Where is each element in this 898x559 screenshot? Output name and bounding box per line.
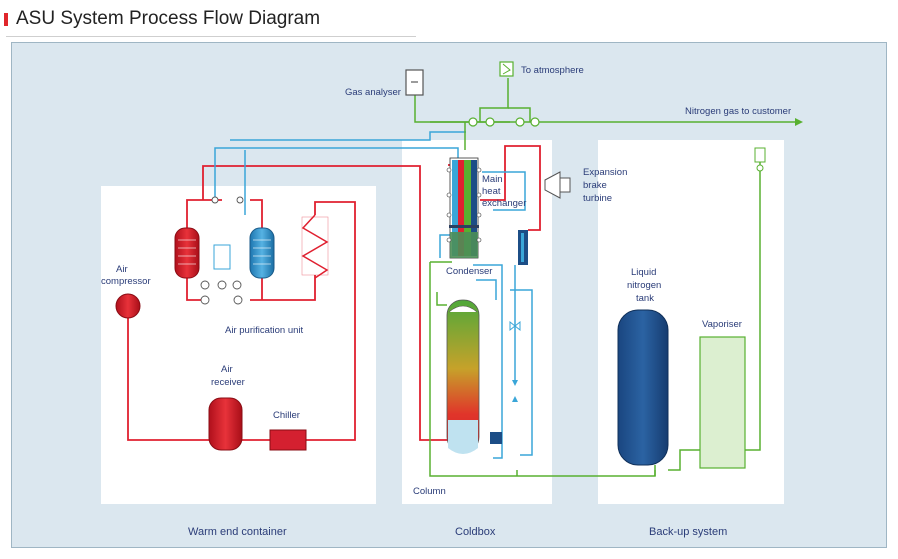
column-pump xyxy=(490,432,502,444)
nitrogen-lines xyxy=(414,78,795,477)
main-heat-exchanger-label-3: exchanger xyxy=(482,198,526,209)
header-valves xyxy=(468,117,540,127)
header-marker xyxy=(4,13,8,26)
turbine-label-3: turbine xyxy=(583,193,612,204)
purification-valves xyxy=(200,196,244,305)
adsorber-vessel-2 xyxy=(249,227,275,279)
cold-gas-lines xyxy=(214,131,533,459)
turbine-body xyxy=(544,171,561,199)
liquid-nitrogen-label-1: Liquid xyxy=(631,267,656,278)
warm-end-zone-label: Warm end container xyxy=(188,526,287,538)
main-heat-exchanger xyxy=(449,157,479,259)
air-compressor-label-2: compressor xyxy=(101,276,151,287)
column-label: Column xyxy=(413,486,446,497)
condenser-label: Condenser xyxy=(446,266,492,277)
coldbox-valve xyxy=(509,320,521,332)
nitrogen-outlet-arrow xyxy=(795,118,803,126)
gas-analyser-label: Gas analyser xyxy=(345,87,401,98)
condenser-inner xyxy=(521,233,524,262)
air-purification-label: Air purification unit xyxy=(225,325,304,336)
liquid-nitrogen-tank xyxy=(617,309,669,466)
atmosphere-vent xyxy=(499,61,514,77)
nitrogen-to-customer-label: Nitrogen gas to customer xyxy=(685,106,791,117)
regeneration-heater xyxy=(301,214,329,279)
vessel-stripes xyxy=(178,239,271,265)
purification-controller xyxy=(213,244,231,270)
distillation-column xyxy=(446,299,480,454)
liquid-nitrogen-label-3: tank xyxy=(636,293,654,304)
air-receiver-label-2: receiver xyxy=(211,377,245,388)
backup-check-valve xyxy=(756,164,764,172)
warm-end-panel xyxy=(101,186,376,504)
header-divider xyxy=(6,36,416,37)
vaporiser-unit xyxy=(699,336,746,469)
coldbox-zone-label: Coldbox xyxy=(455,526,496,538)
main-heat-exchanger-label-1: Main xyxy=(482,174,503,185)
liquid-nitrogen-label-2: nitrogen xyxy=(627,280,661,291)
air-compressor-label-1: Air xyxy=(116,264,128,275)
turbine-label-1: Expansion xyxy=(583,167,627,178)
backup-valve xyxy=(754,147,766,163)
vent-icon xyxy=(502,63,511,75)
air-compressor xyxy=(115,293,141,319)
exchanger-nozzles xyxy=(446,167,482,243)
page-title: ASU System Process Flow Diagram xyxy=(16,8,321,29)
main-heat-exchanger-label-2: heat xyxy=(482,186,501,197)
to-atmosphere-label: To atmosphere xyxy=(521,65,584,76)
air-receiver-label-1: Air xyxy=(221,364,233,375)
flow-arrows xyxy=(512,380,518,402)
chiller-unit xyxy=(269,429,307,451)
page-header: ASU System Process Flow Diagram xyxy=(0,0,898,37)
vaporiser-label: Vaporiser xyxy=(702,319,742,330)
air-receiver-tank xyxy=(208,397,243,451)
backup-zone-label: Back-up system xyxy=(649,526,727,538)
turbine-label-2: brake xyxy=(583,180,607,191)
adsorber-vessel-1 xyxy=(174,227,200,279)
chiller-label: Chiller xyxy=(273,410,300,421)
turbine-housing xyxy=(559,177,571,193)
